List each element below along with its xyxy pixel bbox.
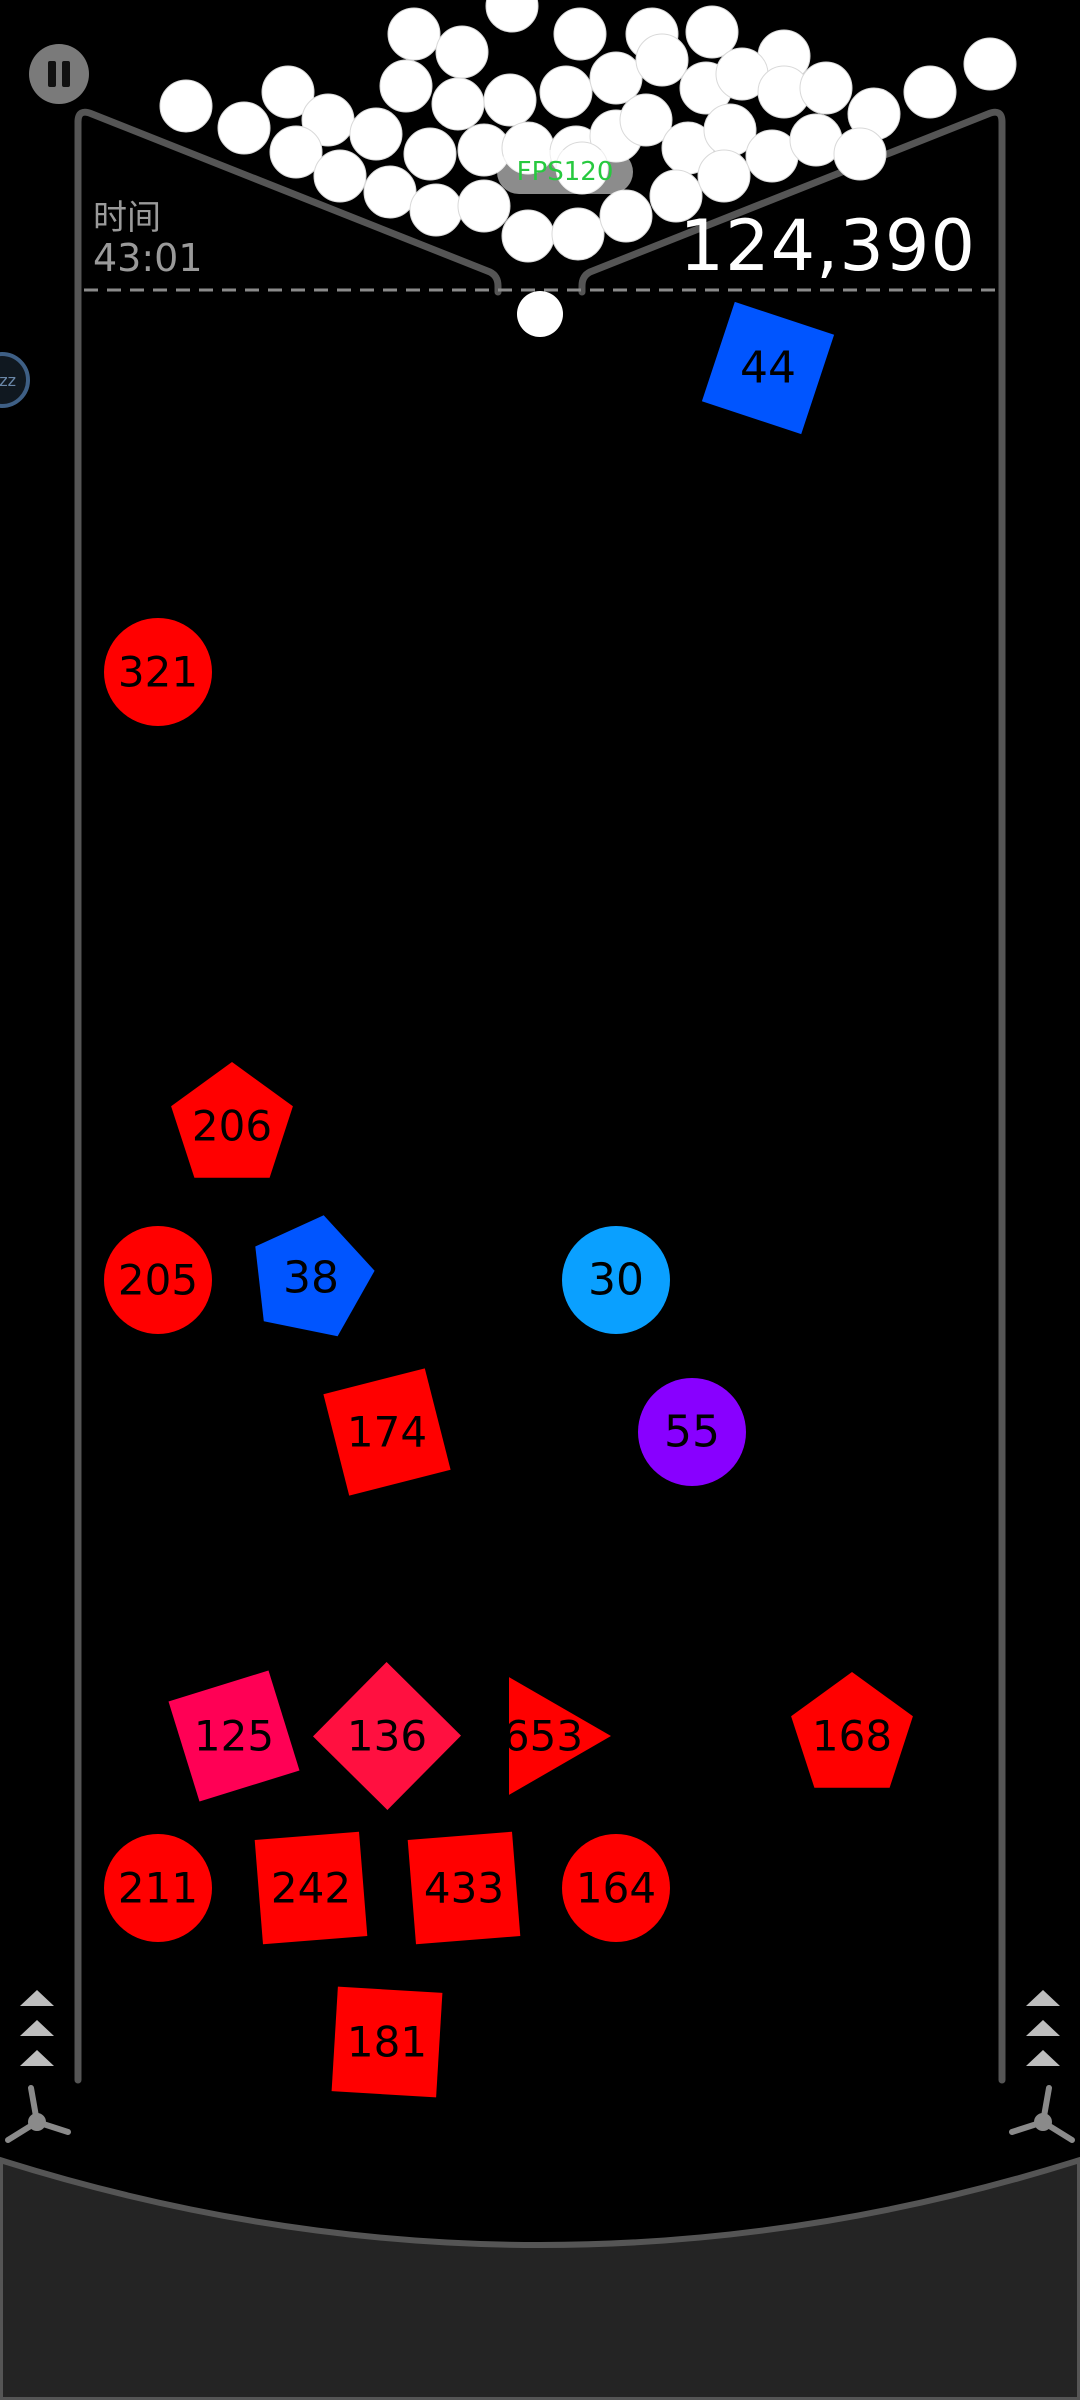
block-value: 321 — [118, 648, 198, 697]
block-value: 211 — [118, 1864, 198, 1913]
block-square: 44 — [701, 301, 835, 435]
reservoir-ball — [159, 79, 213, 133]
launcher-arrows-left[interactable] — [20, 1990, 54, 2066]
block-pentagon: 206 — [171, 1062, 293, 1178]
block-value: 164 — [576, 1864, 656, 1913]
block-value: 242 — [271, 1864, 351, 1913]
block-square: 125 — [168, 1670, 300, 1802]
block-value: 55 — [664, 1407, 720, 1458]
reservoir-ball — [799, 61, 853, 115]
block-value: 125 — [194, 1712, 274, 1761]
block-shape — [701, 301, 835, 435]
block-circle: 211 — [104, 1834, 212, 1942]
block-shape — [254, 1831, 368, 1945]
reservoir-ball — [635, 33, 689, 87]
block-shape — [323, 1368, 451, 1496]
time-label: 时间 — [93, 198, 161, 238]
block-field: 44 321 206 205 38 30 174 55 125 136 653 168 211 242 43… — [104, 301, 913, 2098]
block-square: 181 — [331, 1986, 443, 2098]
reservoir-ball — [483, 73, 537, 127]
reservoir-ball — [551, 207, 605, 261]
reservoir-ball — [431, 77, 485, 131]
block-circle: 55 — [638, 1378, 746, 1486]
block-shape — [331, 1986, 443, 2098]
spinner-icon-left — [5, 2085, 71, 2143]
reservoir-ball — [217, 101, 271, 155]
block-value: 168 — [812, 1712, 892, 1761]
block-shape — [562, 1834, 670, 1942]
block-shape — [313, 1662, 461, 1810]
reservoir-ball — [349, 107, 403, 161]
reservoir-ball — [363, 165, 417, 219]
reservoir-ball — [619, 93, 673, 147]
block-value: 44 — [740, 343, 796, 394]
block-shape — [255, 1215, 375, 1337]
block-shape — [562, 1226, 670, 1334]
pause-button[interactable] — [29, 44, 89, 104]
block-square: 433 — [407, 1831, 521, 1945]
spinner-icon-right — [1009, 2085, 1075, 2143]
block-value: 174 — [347, 1408, 427, 1457]
block-value: 38 — [283, 1253, 339, 1304]
block-shape — [791, 1672, 913, 1788]
time-value: 43:01 — [93, 236, 203, 280]
block-shape — [104, 618, 212, 726]
block-shape — [104, 1834, 212, 1942]
block-shape — [171, 1062, 293, 1178]
block-pentagon: 38 — [255, 1215, 375, 1337]
score-display: 124,390 — [679, 205, 976, 287]
block-circle: 205 — [104, 1226, 212, 1334]
block-shape — [509, 1677, 611, 1795]
block-circle: 164 — [562, 1834, 670, 1942]
block-triangle: 653 — [503, 1677, 611, 1795]
block-square: 174 — [323, 1368, 451, 1496]
reservoir-ball — [457, 179, 511, 233]
block-value: 30 — [588, 1255, 644, 1306]
reservoir-ball — [485, 0, 539, 33]
launcher-arrows-right[interactable] — [1026, 1990, 1060, 2066]
reservoir-ball — [435, 25, 489, 79]
reservoir-ball — [589, 51, 643, 105]
fps-badge: FPS120 — [497, 150, 633, 194]
reservoir-ball — [403, 127, 457, 181]
block-value: 206 — [192, 1102, 272, 1151]
reservoir-ball — [269, 125, 323, 179]
block-diamond: 136 — [313, 1662, 461, 1810]
block-square: 242 — [254, 1831, 368, 1945]
block-value: 181 — [347, 2018, 427, 2067]
reservoir-ball — [261, 65, 315, 119]
bottom-bowl — [0, 2156, 1080, 2400]
reservoir-ball — [409, 183, 463, 237]
block-shape — [638, 1378, 746, 1486]
reservoir-ball — [649, 169, 703, 223]
reservoir-ball — [599, 189, 653, 243]
block-value: 136 — [347, 1712, 427, 1761]
block-pentagon: 168 — [791, 1672, 913, 1788]
reservoir-ball — [553, 7, 607, 61]
reservoir-ball — [387, 7, 441, 61]
block-value: 433 — [424, 1864, 504, 1913]
block-shape — [104, 1226, 212, 1334]
container-frame — [74, 108, 1006, 2084]
reservoir-ball — [833, 127, 887, 181]
reservoir-ball — [379, 59, 433, 113]
block-value: 205 — [118, 1256, 198, 1305]
reservoir-ball — [963, 37, 1017, 91]
reservoir-ball — [501, 209, 555, 263]
reservoir-ball — [903, 65, 957, 119]
block-shape — [168, 1670, 300, 1802]
reservoir-ball — [539, 65, 593, 119]
block-circle: 321 — [104, 618, 212, 726]
block-circle: 30 — [562, 1226, 670, 1334]
block-shape — [407, 1831, 521, 1945]
ball — [517, 291, 563, 337]
block-value: 653 — [503, 1712, 583, 1761]
reservoir-ball — [697, 149, 751, 203]
reservoir-ball — [685, 5, 739, 59]
reservoir-ball — [313, 149, 367, 203]
